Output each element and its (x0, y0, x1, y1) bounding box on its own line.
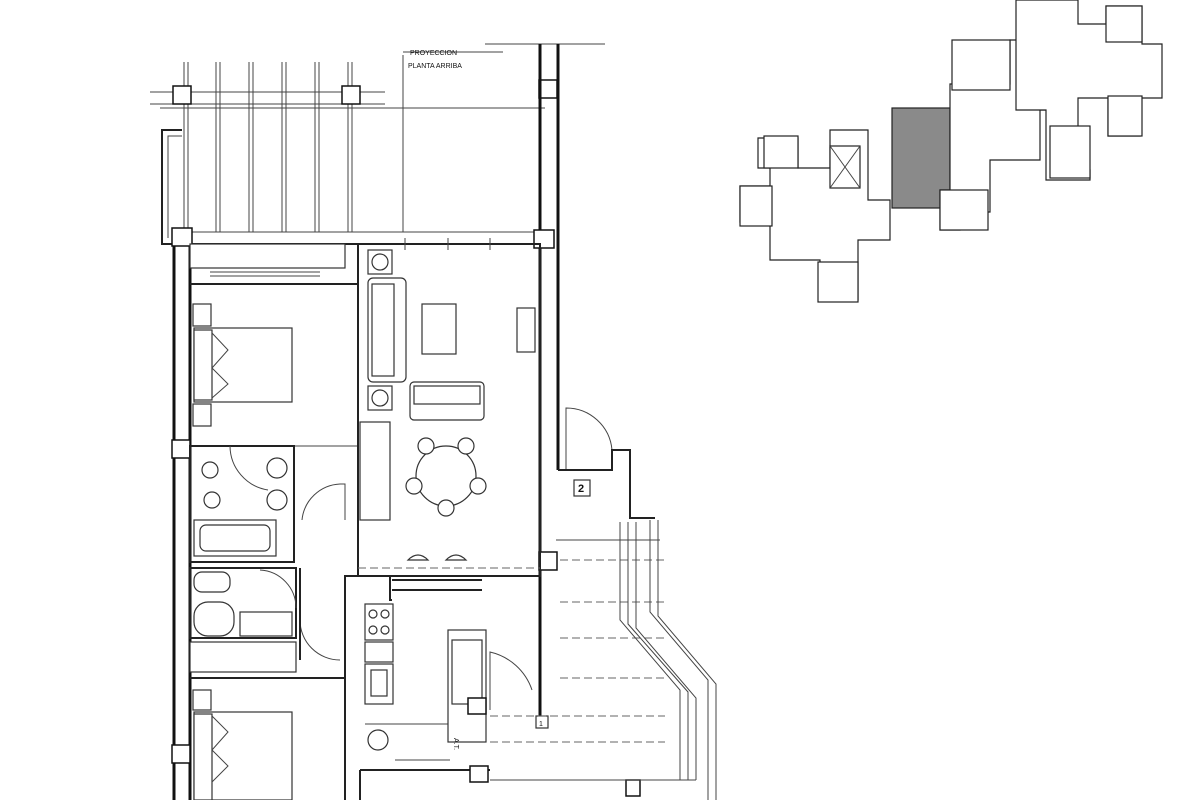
outer-walls (171, 227, 346, 800)
projection-label-line2: PLANTA ARRIBA (408, 63, 462, 70)
stair-number-upper: 2 (578, 483, 584, 495)
stair-number-2-box (573, 479, 591, 497)
bathroom-1 (189, 445, 295, 563)
bedroom-2 (190, 677, 345, 800)
right-facade-wall (533, 44, 560, 720)
stair-number-lower: 1 (539, 721, 543, 728)
key-plan (739, 0, 1163, 303)
service-label: A.T. (452, 738, 459, 750)
living-room (357, 238, 541, 591)
stair-landing (490, 407, 717, 800)
pergola-terrace (150, 43, 605, 245)
bathroom-2 (189, 567, 297, 673)
kitchen (344, 575, 490, 800)
projection-label-line1: PROYECCION (410, 50, 457, 57)
